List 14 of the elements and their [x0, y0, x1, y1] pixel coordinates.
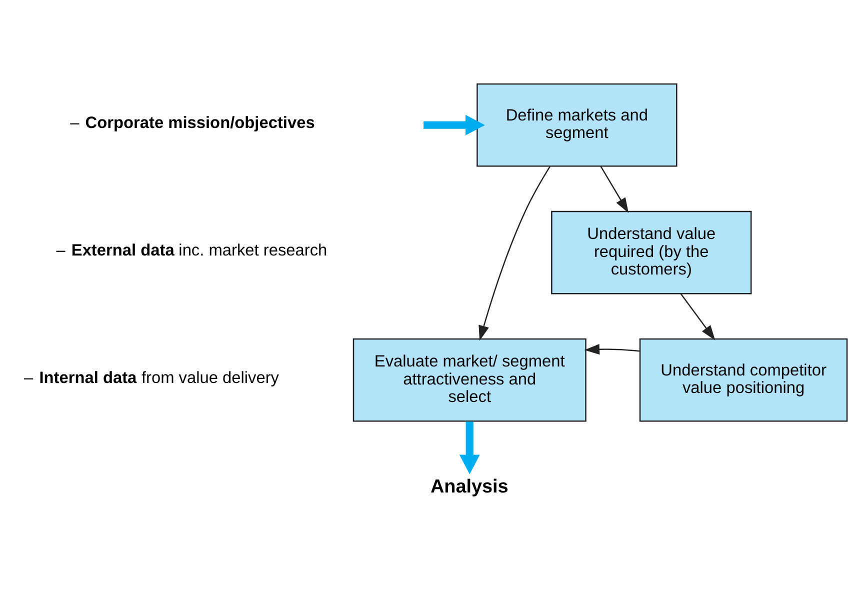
node-text: Analysis	[430, 476, 508, 498]
label: – External data inc. market research	[56, 242, 328, 260]
arrow	[680, 293, 716, 340]
label: – Corporate mission/objectives	[70, 114, 315, 132]
arrow	[478, 166, 551, 341]
label: – Internal data from value delivery	[24, 369, 280, 388]
arrow	[459, 422, 480, 474]
arrow	[584, 344, 640, 355]
node-box: Understand value required (by the customers)	[551, 210, 752, 294]
node-box: Define markets and segment	[476, 83, 678, 167]
node-box: Understand competitor value positioning	[639, 338, 848, 422]
arrow	[600, 166, 629, 213]
node-box: Evaluate market/ segment attractiveness and select	[352, 338, 586, 422]
arrow	[424, 114, 485, 136]
